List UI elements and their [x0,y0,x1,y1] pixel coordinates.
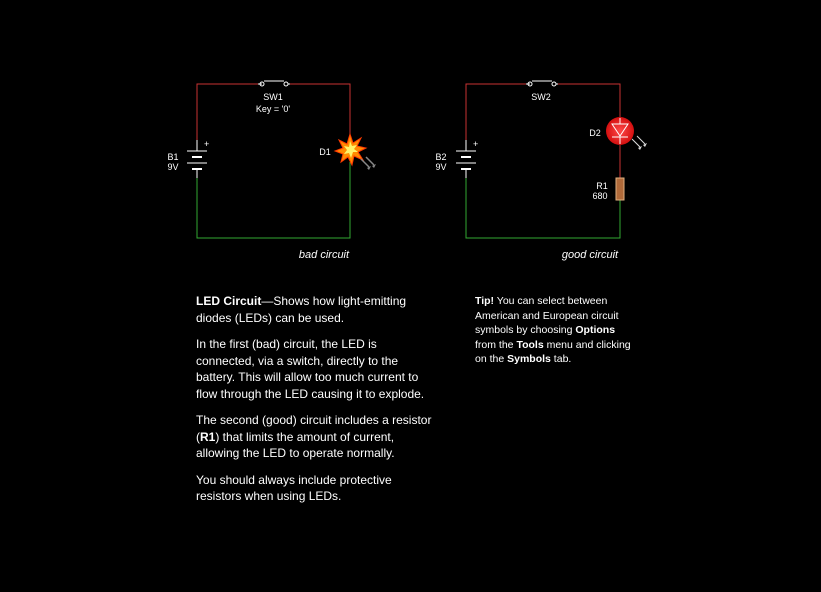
sw1-label: SW1 [263,92,283,102]
sw2-label: SW2 [531,92,551,102]
p3-r1: R1 [200,429,216,444]
description-intro: —Shows how light-emitting diodes (LEDs) … [196,294,407,325]
tip-label: Tip! [475,295,495,307]
r1-label: R1 [596,181,608,191]
good-circuit: SW2 + B2 9V D2 R1 6 [435,80,647,261]
battery-icon [187,140,207,178]
description-paragraph-4: You should always include protective res… [196,472,392,504]
bad-circuit: SW1 Key = '0' + B1 9V D1 bad circuit [167,80,376,261]
b1-voltage: 9V [167,162,178,172]
battery-icon [456,140,476,178]
good-negative-wire [465,178,621,239]
d1-label: D1 [319,147,331,157]
b1-plus-sign: + [204,139,209,149]
sw1-key-label: Key = '0' [256,104,290,114]
description-paragraph-2: In the first (bad) circuit, the LED is c… [196,337,425,401]
bad-positive-wire [196,83,351,140]
good-circuit-caption: good circuit [562,249,619,261]
r1-value: 680 [592,191,607,201]
bad-circuit-caption: bad circuit [299,249,350,261]
explosion-icon [333,132,376,170]
p3-text-b: ) that limits the amount of current, all… [196,429,395,461]
tip-text-2: from the [475,338,517,351]
tip-text-1: You can select between American and Euro… [475,295,619,336]
switch-icon[interactable] [258,80,290,87]
led-icon [606,117,647,150]
description-paragraph-3: The second (good) circuit includes a res… [196,412,436,462]
b1-label: B1 [167,152,178,162]
b2-label: B2 [435,152,446,162]
tip-symbols: Symbols [507,353,551,365]
tip-tools: Tools [516,338,544,351]
bad-negative-wire [196,162,351,239]
description-text: LED Circuit—Shows how light-emitting dio… [196,293,436,515]
resistor-icon [615,177,625,201]
tip-text-3: menu and clicking on the [475,338,631,366]
good-positive-wire [465,83,621,140]
b2-voltage: 9V [435,162,446,172]
p3-text-a: The second (good) circuit includes a res… [196,413,432,444]
tip-box: Tip! You can select between American and… [475,294,635,367]
d2-label: D2 [589,128,601,138]
tip-text-4: tab. [550,353,572,365]
b2-plus-sign: + [473,139,478,149]
tip-options: Options [575,324,616,336]
description-paragraph-1: LED Circuit—Shows how light-emitting dio… [196,293,436,326]
description-title: LED Circuit [196,294,262,308]
switch-icon[interactable] [526,80,558,87]
